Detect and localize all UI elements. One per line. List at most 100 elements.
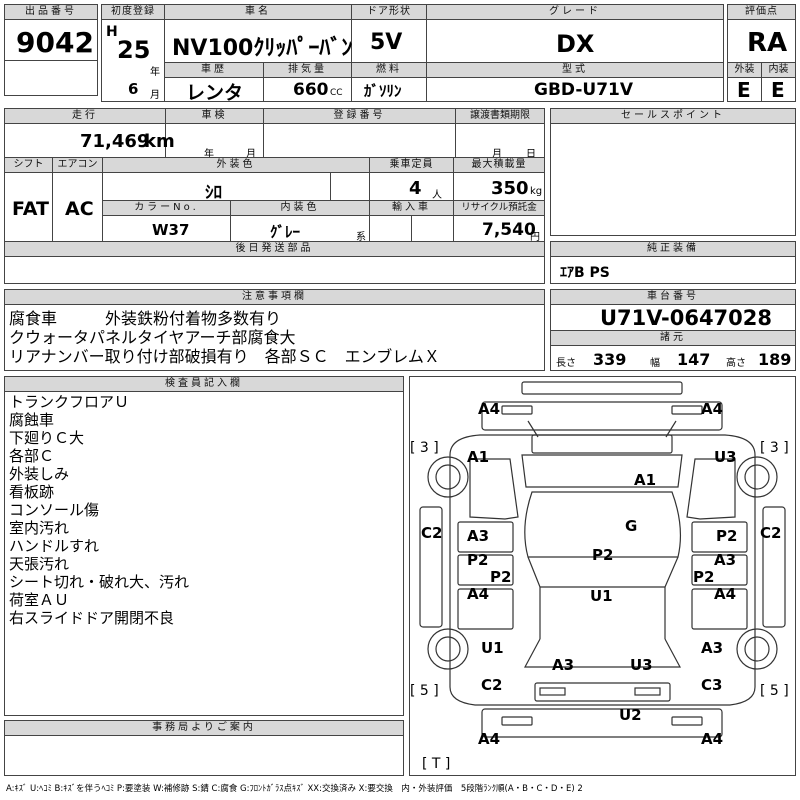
shift-header: シフト [5, 158, 52, 172]
ext-color-header: 外装色 [103, 158, 369, 172]
tire-front-right: [ 3 ] [760, 440, 789, 456]
genuine-equipment: ｴｱB PS [560, 265, 610, 281]
caution-block [4, 289, 545, 371]
aircon: AC [65, 198, 94, 220]
score-block [727, 4, 796, 102]
door-type: 5V [370, 30, 403, 55]
inspection-month-unit: 月 [246, 149, 256, 160]
inspector-line-10: 天張汚れ [9, 555, 70, 573]
lot-number-cell [4, 4, 98, 96]
lot-number-header: 出品番号 [5, 5, 97, 19]
mark-a4-bottom-left: A4 [478, 730, 501, 748]
mileage-header: 走行 [5, 109, 165, 123]
capacity-unit: 人 [432, 190, 442, 201]
damage-diagram [409, 376, 796, 776]
exterior-score: E [737, 78, 751, 102]
aircon-header: エアコン [53, 158, 102, 172]
recycle-unit: 円 [530, 232, 540, 243]
mark-c2-rear-left: C2 [481, 676, 503, 694]
genuine-equip-block [550, 241, 796, 284]
inspector-header: 検査員記入欄 [5, 377, 403, 391]
first-reg-header: 初度登録 [102, 5, 164, 19]
tire-rear-right: [ 5 ] [760, 683, 789, 699]
mark-p2-right-top: P2 [716, 527, 738, 545]
inspector-line-8: 室内汚れ [9, 519, 70, 537]
import-header: 輸入車 [370, 201, 453, 215]
mark-a1-center: A1 [634, 471, 657, 489]
caution-line-2: クウォータパネルタイヤアーチ部腐食大 [9, 328, 296, 347]
int-color-suffix: 系 [356, 232, 366, 243]
lot-number: 9042 [16, 26, 94, 59]
mark-u1-center: U1 [590, 587, 613, 605]
mark-a3-right: A3 [714, 551, 737, 569]
tire-rear-left: [ 5 ] [410, 683, 439, 699]
recycle-header: リサイクル預託金 [454, 201, 544, 215]
mark-p2-left-inner: P2 [490, 568, 512, 586]
caution-line-3: リアナンバー取り付け部破損有り 各部ＳＣ エンブレムＸ [9, 347, 440, 366]
inspector-line-13: 右スライドドア開閉不良 [9, 609, 175, 627]
height-label: 高さ [726, 358, 746, 369]
inspector-line-3: 下廻りＣ大 [9, 429, 85, 447]
inspector-line-5: 外装しみ [9, 465, 70, 483]
displacement-header: 排気量 [264, 63, 351, 77]
inspector-line-4: 各部Ｃ [9, 447, 55, 465]
chassis-header: 車台番号 [551, 290, 795, 304]
chassis-block [550, 289, 796, 371]
mark-p2-center: P2 [592, 546, 614, 564]
reg-no-header: 登録番号 [264, 109, 455, 123]
mark-u3-right: U3 [714, 448, 737, 466]
model-code-header: 型式 [427, 63, 723, 77]
inspection-header: 車検 [166, 109, 263, 123]
color-no: W37 [152, 221, 190, 239]
mark-c3-rear-right: C3 [701, 676, 723, 694]
history-header: 車歴 [165, 63, 263, 77]
max-load: 350 [491, 178, 529, 199]
inspector-line-2: 腐蝕車 [9, 411, 55, 429]
inspector-line-11: シート切れ・破れ大、汚れ [9, 573, 190, 591]
color-no-header: カラーNo. [103, 201, 230, 215]
car-history: レンタ [186, 82, 244, 104]
mark-a4-top-right: A4 [701, 400, 724, 418]
capacity-header: 乗車定員 [370, 158, 453, 172]
interior-score: E [771, 78, 785, 102]
dimensions-header: 諸元 [551, 331, 795, 345]
mark-a4-right: A4 [714, 585, 737, 603]
exterior-header: 外装 [728, 63, 761, 77]
car-name: NV100ｸﾘｯﾊﾟｰﾊﾞﾝ [172, 36, 353, 61]
mark-c2-right: C2 [760, 524, 782, 542]
length-label: 長さ [556, 358, 576, 369]
displacement-unit: CC [330, 88, 343, 98]
shift-type: FAT [12, 198, 49, 220]
era-mark: H [106, 24, 118, 40]
max-load-unit: kg [530, 186, 543, 197]
vehicle-info-block [4, 108, 545, 284]
interior-header: 内装 [762, 63, 795, 77]
tire-front-left: [ 3 ] [410, 440, 439, 456]
overall-score: RA [747, 28, 788, 58]
mark-a4-left: A4 [467, 585, 490, 603]
inspector-line-1: トランクフロアＵ [9, 393, 130, 411]
mark-u2: U2 [619, 706, 642, 724]
mark-a3-center: A3 [552, 656, 575, 674]
grade-header: グレード [427, 5, 723, 19]
mark-p2-left: P2 [467, 551, 489, 569]
width-label: 幅 [650, 358, 660, 369]
sales-points-block [550, 108, 796, 236]
int-color: ｸﾞﾚｰ [270, 223, 301, 241]
office-block [4, 720, 404, 776]
recycle-fee: 7,540 [482, 220, 536, 240]
reg-month: 6 [128, 80, 139, 98]
mark-a4-top-left: A4 [478, 400, 501, 418]
fuel: ｶﾞｿﾘﾝ [364, 82, 402, 100]
capacity: 4 [409, 178, 422, 199]
inspector-line-7: コンソール傷 [9, 501, 100, 519]
mark-a1-left: A1 [467, 448, 490, 466]
inspector-line-6: 看板跡 [9, 483, 55, 501]
fuel-header: 燃料 [352, 63, 426, 77]
score-header: 評価点 [728, 5, 795, 19]
mark-a3-left: A3 [467, 527, 490, 545]
sales-points-header: セールスポイント [551, 109, 795, 123]
mark-a3-rear-right: A3 [701, 639, 724, 657]
mark-u1-left: U1 [481, 639, 504, 657]
caution-line-1: 腐食車 外装鉄粉付着物多数有り [9, 309, 282, 328]
